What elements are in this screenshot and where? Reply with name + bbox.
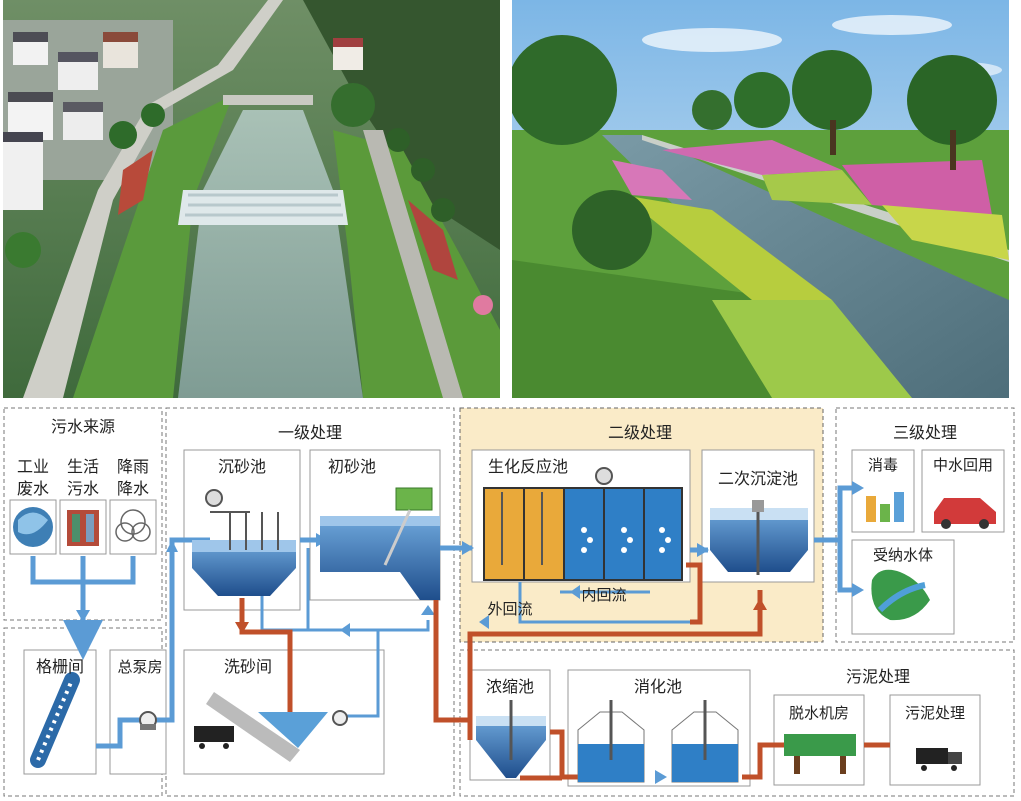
sludge-truck-icon bbox=[916, 748, 962, 771]
box-pump bbox=[109, 649, 167, 775]
photo-river-weir-aerial bbox=[3, 0, 500, 398]
label-rain-2: 降水 bbox=[117, 479, 149, 498]
label-digester: 消化池 bbox=[634, 677, 682, 696]
label-internal-return: 内回流 bbox=[581, 586, 626, 604]
rain-icon bbox=[115, 509, 151, 542]
primary-tank bbox=[320, 487, 440, 600]
sewage-treatment-process-diagram: 污水来源 工业 废水 生活 污水 降雨 降水 格栅间 总泵房 一级处理 沉砂池 … bbox=[3, 407, 1015, 797]
sludge-flow-pipes bbox=[239, 562, 890, 781]
water-flow-arrows bbox=[76, 481, 864, 784]
label-domestic-1: 生活 bbox=[67, 457, 99, 476]
primary-treatment-frame bbox=[165, 407, 455, 797]
car-washing-icon bbox=[934, 498, 996, 529]
tertiary-treatment-frame bbox=[835, 407, 1015, 643]
industrial-wastewater-icon bbox=[13, 507, 53, 547]
sand-washer bbox=[194, 692, 348, 762]
disinfection-icon bbox=[866, 492, 904, 522]
label-external-return: 外回流 bbox=[487, 600, 532, 618]
label-rain-1: 降雨 bbox=[117, 457, 149, 476]
label-pump: 总泵房 bbox=[117, 658, 162, 676]
label-domestic-2: 污水 bbox=[67, 479, 99, 498]
label-sewage-source: 污水来源 bbox=[51, 417, 115, 436]
dewatering-machine bbox=[784, 734, 856, 774]
label-clarifier: 二次沉淀池 bbox=[718, 469, 798, 488]
label-industrial-2: 废水 bbox=[17, 479, 49, 498]
label-screen: 格栅间 bbox=[36, 657, 84, 676]
label-thickener: 浓缩池 bbox=[486, 677, 534, 696]
label-industrial-1: 工业 bbox=[17, 457, 49, 476]
label-primary-tank: 初砂池 bbox=[328, 457, 376, 476]
sludge-flow-arrows bbox=[235, 598, 767, 634]
digester-tanks bbox=[577, 700, 739, 783]
label-reuse: 中水回用 bbox=[933, 456, 993, 474]
bioreactor-tanks bbox=[483, 467, 683, 581]
label-tertiary-title: 三级处理 bbox=[893, 423, 957, 442]
thickener-tank bbox=[476, 700, 546, 778]
secondary-clarifier bbox=[710, 500, 808, 575]
grit-chamber-tank bbox=[192, 489, 296, 596]
photo-landscaped-channel bbox=[512, 0, 1009, 398]
label-sand-wash: 洗砂间 bbox=[224, 657, 272, 676]
pump-icon bbox=[139, 711, 157, 730]
label-disinfection: 消毒 bbox=[868, 456, 898, 474]
label-bioreactor: 生化反应池 bbox=[488, 457, 568, 476]
domestic-sewage-icon bbox=[67, 510, 99, 546]
box-disposal bbox=[889, 694, 981, 786]
bar-screen-icon bbox=[30, 672, 80, 768]
label-dewatering: 脱水机房 bbox=[789, 704, 849, 722]
label-secondary-title: 二级处理 bbox=[608, 423, 672, 442]
river-icon bbox=[871, 569, 930, 621]
label-grit-chamber: 沉砂池 bbox=[218, 457, 266, 476]
label-receiving-water: 受纳水体 bbox=[873, 546, 933, 564]
sludge-treatment-frame bbox=[459, 649, 1015, 797]
label-sludge-disposal: 污泥处理 bbox=[905, 704, 965, 722]
label-sludge-title: 污泥处理 bbox=[846, 667, 910, 686]
label-primary-title: 一级处理 bbox=[278, 423, 342, 442]
